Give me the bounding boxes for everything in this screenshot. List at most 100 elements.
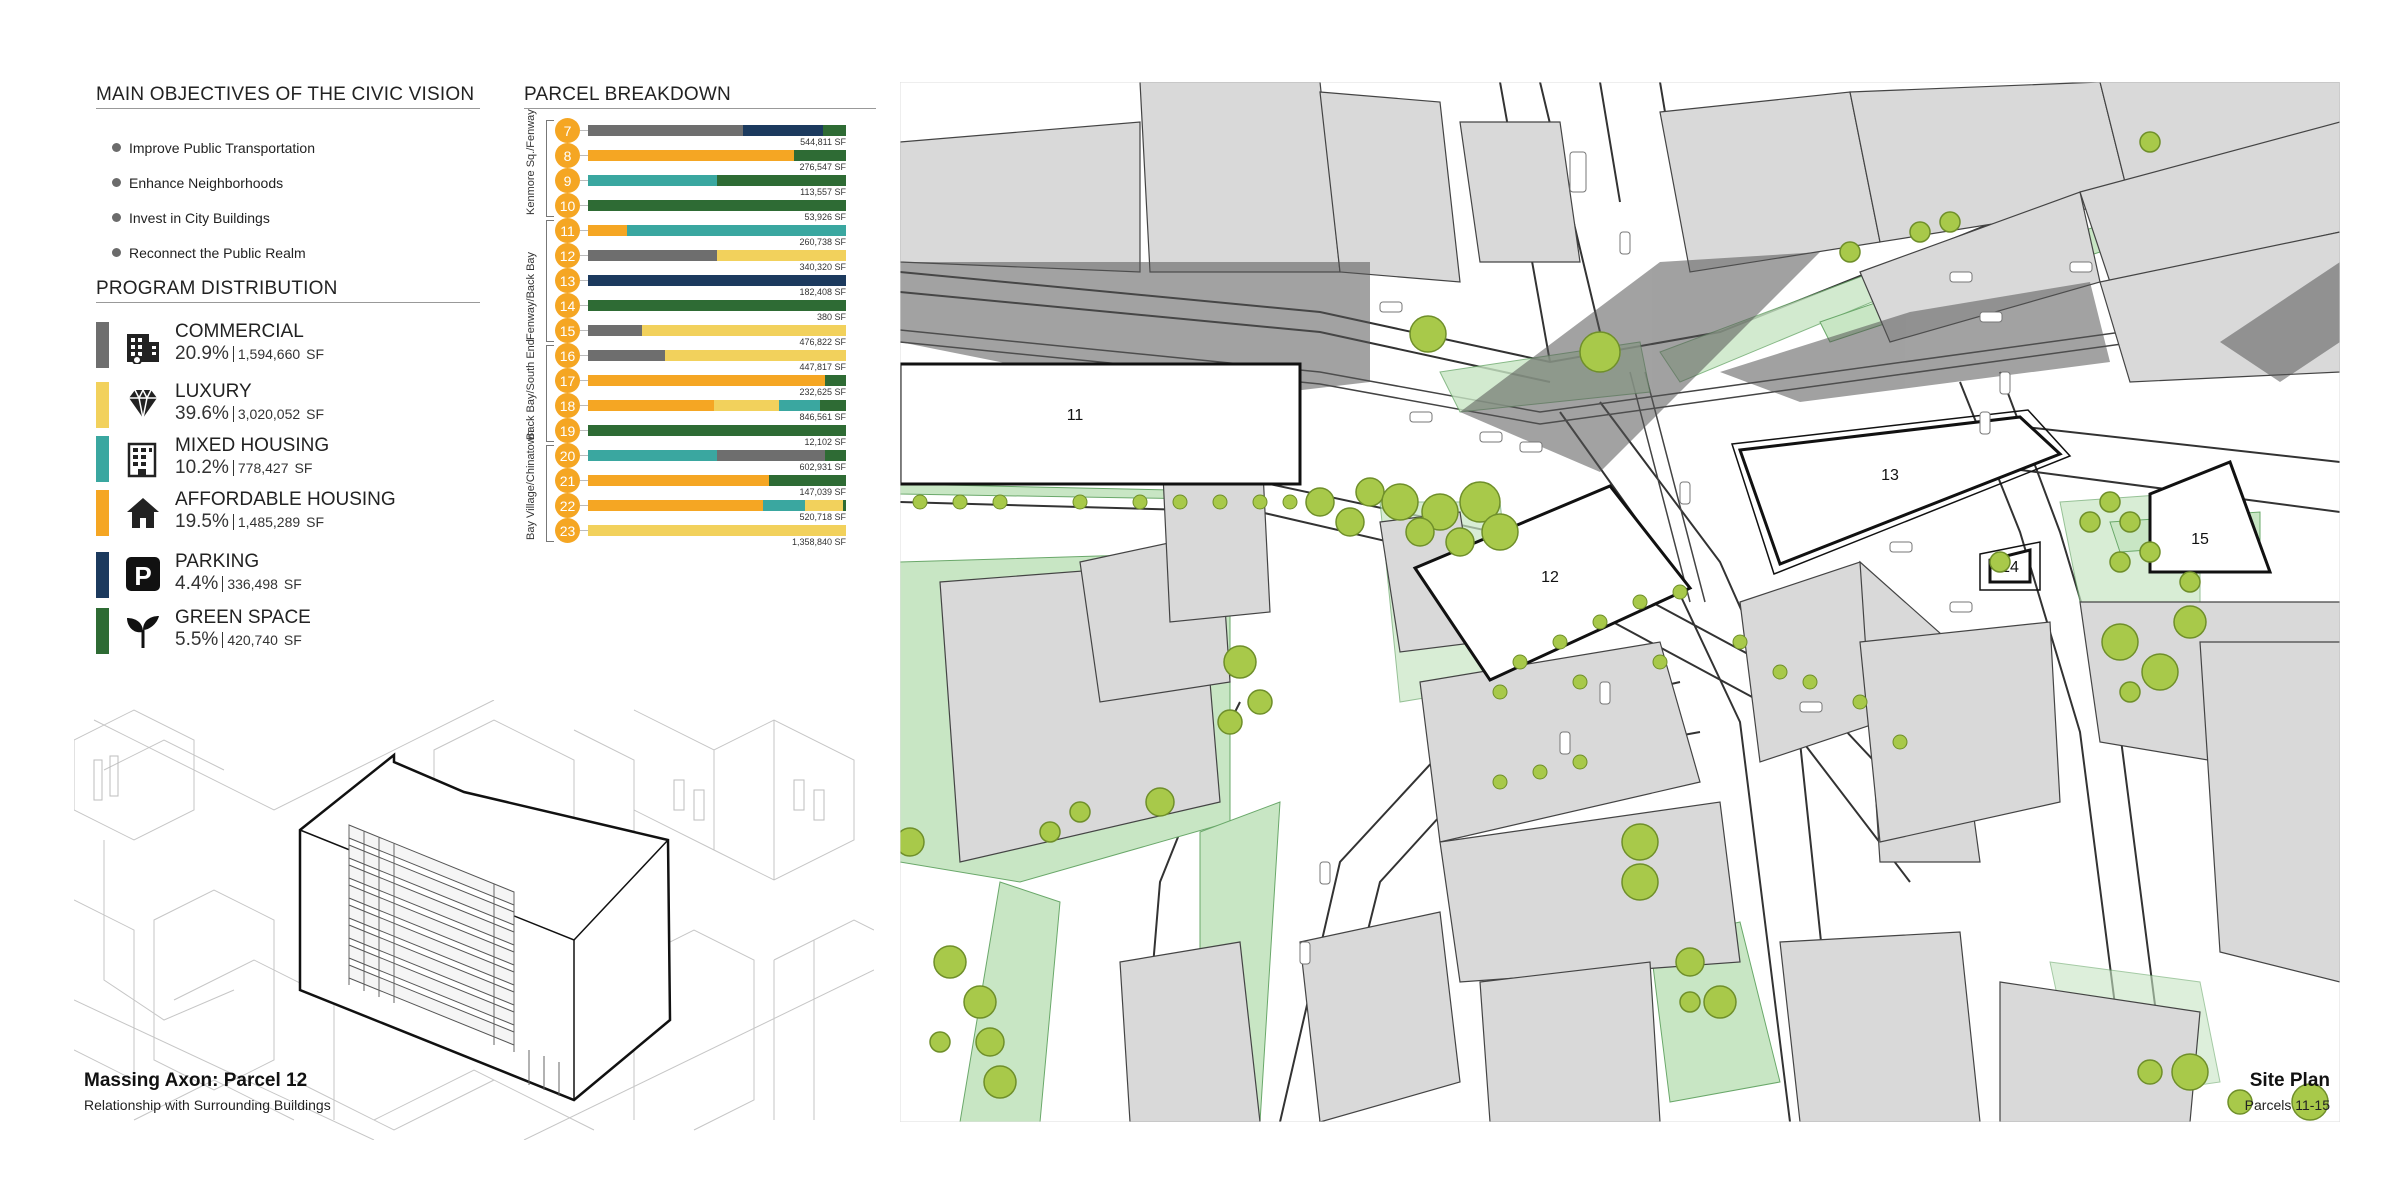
parcel-bar-segment — [717, 450, 826, 461]
parcel-total-sf: 520,718 SF — [799, 512, 846, 522]
program-sf: 1,485,289 — [232, 513, 301, 530]
parcel-breakdown-rule — [524, 108, 876, 109]
sprout-icon — [121, 608, 165, 652]
program-rule — [96, 302, 480, 303]
bullet-icon — [112, 248, 121, 257]
parcel-label-11: 11 — [1067, 407, 1084, 424]
parcel-total-sf: 602,931 SF — [799, 462, 846, 472]
parcel-number-badge: 19 — [555, 418, 580, 443]
parcel-group-bracket — [546, 120, 554, 217]
parking-icon: P — [121, 552, 165, 596]
program-percent: 10.2% — [175, 456, 229, 478]
site-plan-map: 11 12 13 14 15 — [900, 82, 2340, 1122]
parcel-row-guide — [580, 130, 588, 131]
svg-text:P: P — [134, 561, 151, 591]
program-percent: 5.5% — [175, 628, 219, 650]
parcel-row-guide — [580, 255, 588, 256]
parcel-bar-segment — [820, 400, 846, 411]
parcel-row-guide — [580, 330, 588, 331]
parcel-total-sf: 340,320 SF — [799, 262, 846, 272]
parcel-number-badge: 13 — [555, 268, 580, 293]
parcel-stacked-bar — [588, 175, 846, 186]
parcel-number-badge: 23 — [555, 518, 580, 543]
parcel-stacked-bar — [588, 275, 846, 286]
bullet-icon — [112, 143, 121, 152]
parcel-stacked-bar — [588, 425, 846, 436]
program-name: COMMERCIAL — [175, 321, 304, 342]
parcel-stacked-bar — [588, 350, 846, 361]
parcel-stacked-bar — [588, 225, 846, 236]
parcel-total-sf: 113,557 SF — [800, 187, 846, 197]
parcel-bar-segment — [588, 200, 846, 211]
axon-title: Massing Axon: Parcel 12 — [84, 1070, 308, 1091]
parcel-bar-segment — [588, 275, 846, 286]
parcel-row-guide — [580, 355, 588, 356]
parcel-number-badge: 21 — [555, 468, 580, 493]
program-sf: 3,020,052 — [232, 405, 301, 422]
parcel-bar-segment — [717, 175, 846, 186]
program-name: AFFORDABLE HOUSING — [175, 489, 396, 510]
parcel-stacked-bar — [588, 200, 846, 211]
parcel-bar-segment — [588, 175, 717, 186]
parcel-stacked-bar — [588, 500, 846, 511]
parcel-total-sf: 53,926 SF — [804, 212, 846, 222]
objectives-list: Improve Public Transportation Enhance Ne… — [112, 130, 315, 270]
parcel-bar-segment — [588, 500, 764, 511]
parcel-row-guide — [580, 280, 588, 281]
parcel-stacked-bar — [588, 125, 846, 136]
parcel-bar-segment — [588, 450, 717, 461]
program-sf: 420,740 — [222, 631, 278, 648]
parcel-number-badge: 11 — [555, 218, 580, 243]
parcel-row-guide — [580, 230, 588, 231]
program-sf: 336,498 — [222, 575, 278, 592]
parcel-bar-segment — [843, 500, 846, 511]
parcel-number-badge: 15 — [555, 318, 580, 343]
parcel-breakdown-heading: PARCEL BREAKDOWN — [524, 84, 731, 105]
color-swatch — [96, 490, 109, 536]
bullet-icon — [112, 178, 121, 187]
parcel-bar-segment — [588, 475, 769, 486]
parcel-group-label: Kenmore Sq./Fenway — [525, 109, 537, 215]
parcel-group-label: Back Bay/South End — [525, 339, 537, 440]
parcel-row-guide — [580, 455, 588, 456]
color-swatch — [96, 382, 109, 428]
parcel-bar-segment — [588, 250, 717, 261]
parcel-number-badge: 22 — [555, 493, 580, 518]
parcel-total-sf: 276,547 SF — [799, 162, 846, 172]
parcel-row-guide — [580, 380, 588, 381]
parcel-bar-segment — [588, 325, 643, 336]
program-percent: 19.5% — [175, 510, 229, 532]
apartment-building-icon — [121, 436, 165, 480]
program-percent: 39.6% — [175, 402, 229, 424]
parcel-stacked-bar — [588, 475, 846, 486]
parcel-label-13: 13 — [1881, 467, 1899, 484]
parcel-label-12: 12 — [1541, 569, 1559, 586]
color-swatch — [96, 552, 109, 598]
program-percent: 20.9% — [175, 342, 229, 364]
objective-item: Improve Public Transportation — [112, 130, 315, 165]
parcel-bar-segment — [588, 125, 743, 136]
program-sf: 778,427 — [232, 459, 289, 476]
program-name: LUXURY — [175, 381, 252, 402]
parcel-number-badge: 14 — [555, 293, 580, 318]
parcel-total-sf: 447,817 SF — [799, 362, 846, 372]
parcel-bar-segment — [778, 400, 821, 411]
parcel-stacked-bar — [588, 325, 846, 336]
parcel-total-sf: 12,102 SF — [804, 437, 846, 447]
program-name: PARKING — [175, 551, 260, 572]
parcel-stacked-bar — [588, 250, 846, 261]
parcel-group-bracket — [546, 445, 554, 542]
objective-item: Enhance Neighborhoods — [112, 165, 315, 200]
site-plan-subtitle: Parcels 11-15 — [2244, 1097, 2330, 1113]
parcel-group-label: Bay Village/Chinatown — [525, 430, 537, 540]
parcel-total-sf: 846,561 SF — [799, 412, 846, 422]
parcel-bar-segment — [763, 500, 805, 511]
parcel-number-badge: 20 — [555, 443, 580, 468]
parcel-group-bracket — [546, 345, 554, 442]
parcel-stacked-bar — [588, 300, 846, 311]
objective-item: Invest in City Buildings — [112, 200, 315, 235]
